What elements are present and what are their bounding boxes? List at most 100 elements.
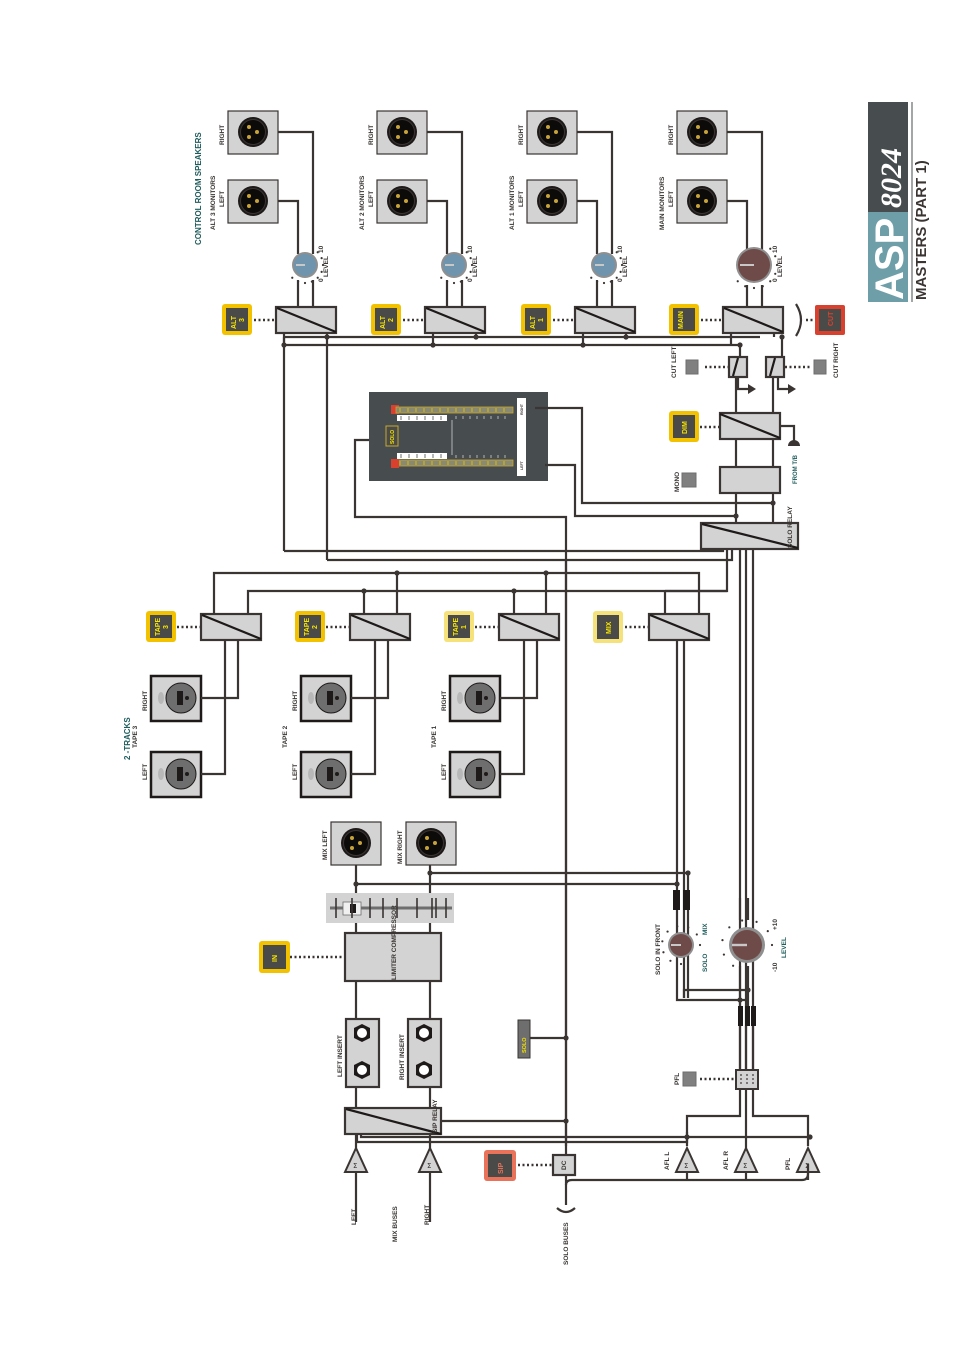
monitor-left-connector[interactable] [526, 179, 578, 224]
meter-left-scale [397, 453, 447, 459]
tape-left-connector[interactable] [149, 750, 203, 799]
level-label: LEVEL [622, 256, 629, 277]
monitor-select-button[interactable]: MAIN [669, 304, 699, 335]
tape-right-connector[interactable] [448, 674, 502, 723]
sip-button-label: SIP [498, 1162, 505, 1174]
solo-in-front-knob[interactable] [668, 932, 694, 958]
cut-right-button[interactable] [813, 359, 827, 375]
level-label: LEVEL [777, 256, 784, 277]
pfl-button-label: PFL [674, 1073, 681, 1085]
monitor-left-connector[interactable] [227, 179, 279, 224]
afl-left-amp-label: AFL L [664, 1152, 671, 1170]
mix-button[interactable]: MIX [593, 611, 623, 643]
level-max-label: 10 [617, 245, 624, 253]
level-knob[interactable] [441, 252, 467, 278]
tape-right-connector[interactable] [299, 674, 353, 723]
tape-right-connector[interactable] [149, 674, 203, 723]
level-knob[interactable] [736, 247, 772, 283]
tape-select-button-number: 3 [163, 625, 170, 629]
compressor-label: LIMITER COMPRESSOR [391, 905, 398, 980]
sip-dc-group: DC SIP SOLO BUSES MIX BUSES LEFT RIGHT [351, 560, 810, 1265]
meter-right-scale [397, 415, 447, 421]
mono-relay [718, 465, 782, 495]
tape-left-label: LEFT [142, 764, 149, 780]
brand-text: ASP [868, 218, 912, 300]
meter-panel: SOLO RIGHT LEFT [353, 392, 773, 1146]
push-latch-icon[interactable] [158, 692, 164, 704]
dim-button-label: DIM [682, 421, 689, 434]
tape-name-label: TAPE 1 [431, 725, 438, 748]
tape-name-label: TAPE 2 [282, 725, 289, 748]
meter-left-label: LEFT [520, 460, 524, 470]
push-latch-icon[interactable] [308, 692, 314, 704]
monitor-buses [281, 334, 785, 560]
monitor-left-connector[interactable] [376, 179, 428, 224]
left-insert-label: LEFT INSERT [337, 1035, 344, 1077]
monitor-left-label: LEFT [219, 191, 226, 207]
cut-button-label: CUT [828, 311, 835, 326]
solo-buses-label: SOLO BUSES [563, 1222, 570, 1265]
monitor-left-label: LEFT [668, 191, 675, 207]
push-latch-icon[interactable] [308, 768, 314, 780]
tape-left-connector[interactable] [448, 750, 502, 799]
pfl-button[interactable] [682, 1071, 697, 1087]
title-block: ASP 8024 MASTERS (PART 1) [868, 102, 930, 302]
tape-select-button-label: TAPE [155, 618, 162, 636]
monitor-right-label: RIGHT [518, 125, 525, 145]
cut-left-button[interactable] [685, 359, 699, 375]
mono-label: MONO [674, 472, 681, 492]
tape-left-connector[interactable] [299, 750, 353, 799]
mix-buses-label: MIX BUSES [392, 1206, 399, 1242]
monitor-right-connector[interactable] [376, 110, 428, 155]
monitor-right-connector[interactable] [526, 110, 578, 155]
meter-solo-label: SOLO [390, 430, 396, 444]
solo-level-knob[interactable] [729, 927, 765, 963]
tape-right-label: RIGHT [142, 691, 149, 711]
monitor-select-button-number: 1 [538, 318, 545, 322]
push-latch-icon[interactable] [457, 692, 463, 704]
push-latch-icon[interactable] [457, 768, 463, 780]
mix-left-label: MIX LEFT [322, 830, 329, 860]
tape-right-label: RIGHT [292, 691, 299, 711]
level-knob[interactable] [591, 252, 617, 278]
model-text: 8024 [875, 148, 908, 208]
mono-button[interactable] [681, 472, 697, 488]
pfl-amp-label: PFL [785, 1158, 792, 1170]
push-latch-icon[interactable] [158, 768, 164, 780]
level-label: LEVEL [472, 256, 479, 277]
monitor-left-label: LEFT [368, 191, 375, 207]
tape-left-label: LEFT [292, 764, 299, 780]
monitor-right-label: RIGHT [668, 125, 675, 145]
monitor-right-connector[interactable] [227, 110, 279, 155]
summing-icon: Σ [743, 1162, 747, 1170]
monitor-right-label: RIGHT [219, 125, 226, 145]
meter-solo-indicator [385, 425, 399, 447]
subtitle-text: MASTERS (PART 1) [913, 160, 930, 300]
level-min-label: 0 [617, 278, 624, 282]
in-button[interactable]: IN [259, 941, 290, 973]
cut-button[interactable]: CUT [815, 305, 845, 335]
cut-bracket [795, 303, 803, 337]
cut-left-label: CUT LEFT [671, 347, 678, 378]
mix-right-label: MIX RIGHT [397, 830, 404, 864]
monitor-left-connector[interactable] [676, 179, 728, 224]
sip-button[interactable]: SIP [484, 1150, 516, 1181]
level-knob[interactable] [292, 252, 318, 278]
monitor-right-connector[interactable] [676, 110, 728, 155]
level-min-label: 0 [318, 278, 325, 282]
dim-button[interactable]: DIM [669, 411, 699, 442]
solo-level-label: LEVEL [781, 937, 788, 958]
peak-left [391, 459, 399, 468]
